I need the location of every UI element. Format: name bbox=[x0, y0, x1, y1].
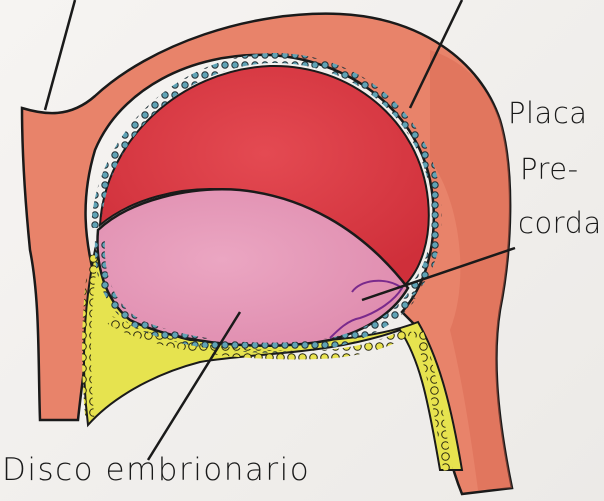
label-placa: Placa bbox=[508, 96, 588, 130]
label-cordal: cordal bbox=[518, 206, 604, 240]
label-pre: Pre- bbox=[520, 152, 579, 186]
label-disco-embrionario: Disco embrionario bbox=[2, 452, 310, 488]
pointer-line-top-left bbox=[45, 0, 75, 110]
